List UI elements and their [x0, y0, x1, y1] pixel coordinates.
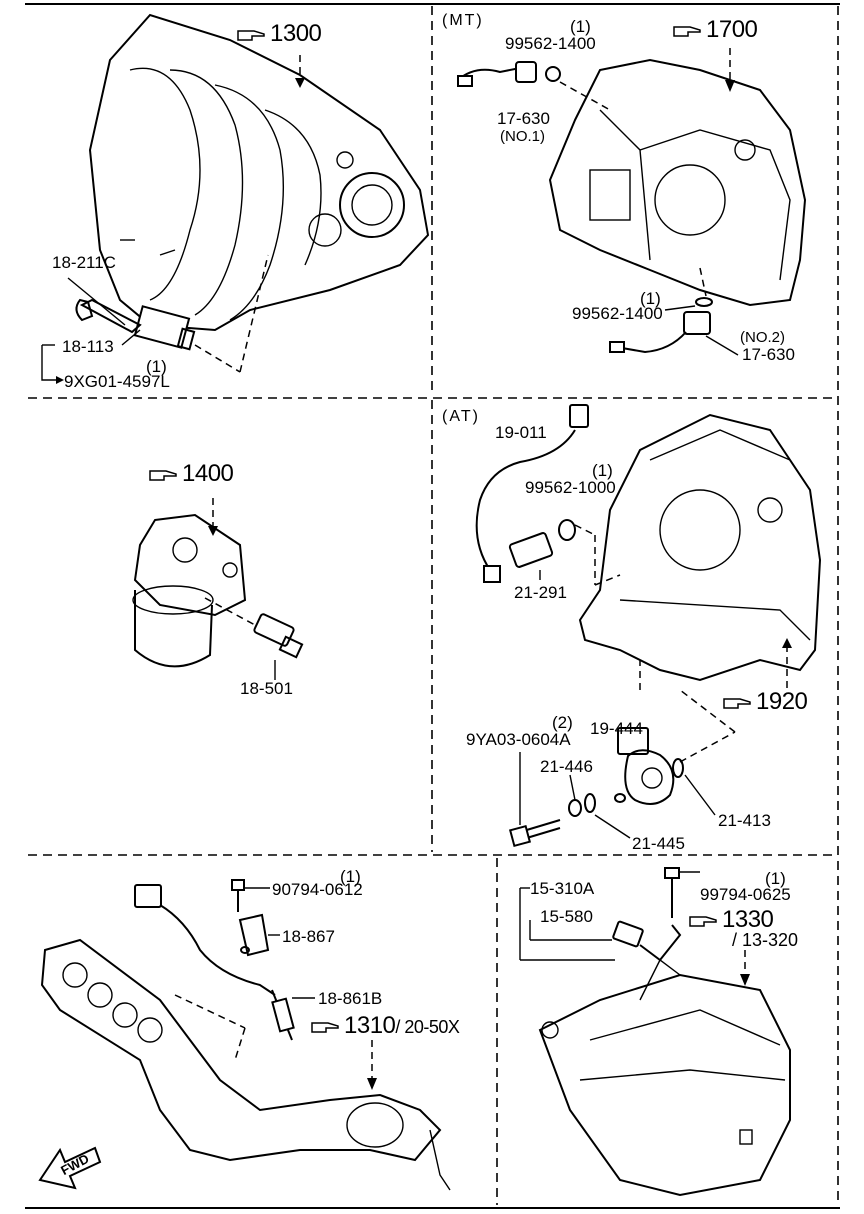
- oxygen-sensor: [134, 884, 295, 1041]
- ref-1300-label: 1300: [270, 20, 322, 47]
- section-dividers: [25, 3, 840, 1209]
- qty-1f: (1): [765, 869, 786, 888]
- intake-air-temp-sensor: [612, 867, 682, 962]
- ref-1920-label: 1920: [756, 688, 808, 715]
- ref-1300[interactable]: 1300: [236, 20, 322, 47]
- oil-filter-body: [132, 513, 247, 668]
- map-sensor: [75, 298, 196, 351]
- qty-1a: (1): [146, 357, 167, 376]
- part-9xg01: 9XG01-4597L: [64, 372, 170, 391]
- part-21-445: 21-445: [632, 834, 685, 853]
- part-15-580: 15-580: [540, 907, 593, 926]
- section-at: (AT): [442, 408, 480, 425]
- ref-1330-sub: / 13-320: [732, 930, 799, 950]
- neutral-switch-no2: [609, 297, 713, 354]
- qty-1d: (1): [592, 461, 613, 480]
- pointing-hand-icon: [149, 469, 177, 481]
- ref-1310-sub: / 20-50X: [395, 1017, 460, 1037]
- qty-1e: (1): [340, 867, 361, 886]
- ref-1920[interactable]: 1920: [722, 688, 808, 715]
- ref-1400-label: 1400: [182, 460, 234, 487]
- exhaust-manifold: [40, 938, 451, 1191]
- pointing-hand-icon: [723, 697, 751, 709]
- ref-1700-label: 1700: [706, 16, 758, 43]
- pointing-hand-icon: [673, 25, 701, 37]
- fwd-arrow-icon: [38, 1146, 102, 1190]
- qty-2: (2): [552, 713, 573, 732]
- part-99562-1400b: 99562-1400: [572, 304, 663, 323]
- neutral-switch-no1: [457, 61, 561, 87]
- part-21-446: 21-446: [540, 757, 593, 776]
- part-17-630b: 17-630: [742, 345, 795, 364]
- part-17-630a: 17-630: [497, 109, 550, 128]
- ref-1400[interactable]: 1400: [148, 460, 234, 487]
- ref-1310[interactable]: 1310/ 20-50X: [310, 1012, 460, 1039]
- ref-1330[interactable]: 1330: [688, 906, 774, 933]
- ref-1330-label: 1330: [722, 906, 774, 933]
- transmission-range-switch: [614, 727, 684, 805]
- part-15-310a: 15-310A: [530, 879, 595, 898]
- pointing-hand-icon: [689, 915, 717, 927]
- pointing-hand-icon: [237, 29, 265, 41]
- manual-transmission: [548, 58, 807, 307]
- heat-shield-bracket: [231, 879, 270, 957]
- part-18-211c: 18-211C: [52, 253, 116, 272]
- ref-1700[interactable]: 1700: [672, 16, 758, 43]
- label-no1: (NO.1): [500, 128, 545, 145]
- part-21-291: 21-291: [514, 583, 567, 602]
- qty-1c: (1): [640, 289, 661, 308]
- section-mt: (MT): [442, 12, 484, 29]
- part-99794-0625: 99794-0625: [700, 885, 791, 904]
- pointing-hand-icon: [311, 1021, 339, 1033]
- qty-1b: (1): [570, 17, 591, 36]
- automatic-transmission: [578, 413, 822, 682]
- part-18-501: 18-501: [240, 679, 293, 698]
- air-cleaner: [538, 958, 791, 1197]
- part-18-861b: 18-861B: [318, 989, 383, 1008]
- oil-pressure-switch: [253, 613, 304, 659]
- part-19-444: 19-444: [590, 719, 643, 738]
- transmission-fluid-pressure-sensor: [475, 404, 589, 583]
- intake-manifold: [88, 13, 430, 332]
- part-21-413: 21-413: [718, 811, 771, 830]
- part-90794-0612: 90794-0612: [272, 880, 363, 899]
- part-99562-1000: 99562-1000: [525, 478, 616, 497]
- label-no2: (NO.2): [740, 329, 785, 346]
- range-switch-bolt: [508, 793, 596, 848]
- part-9ya03: 9YA03-0604A: [466, 730, 571, 749]
- ref-1310-label: 1310: [344, 1012, 396, 1039]
- part-99562-1400a: 99562-1400: [505, 34, 596, 53]
- part-19-011: 19-011: [495, 423, 547, 442]
- part-18-867: 18-867: [282, 927, 335, 946]
- part-18-113: 18-113: [62, 337, 114, 356]
